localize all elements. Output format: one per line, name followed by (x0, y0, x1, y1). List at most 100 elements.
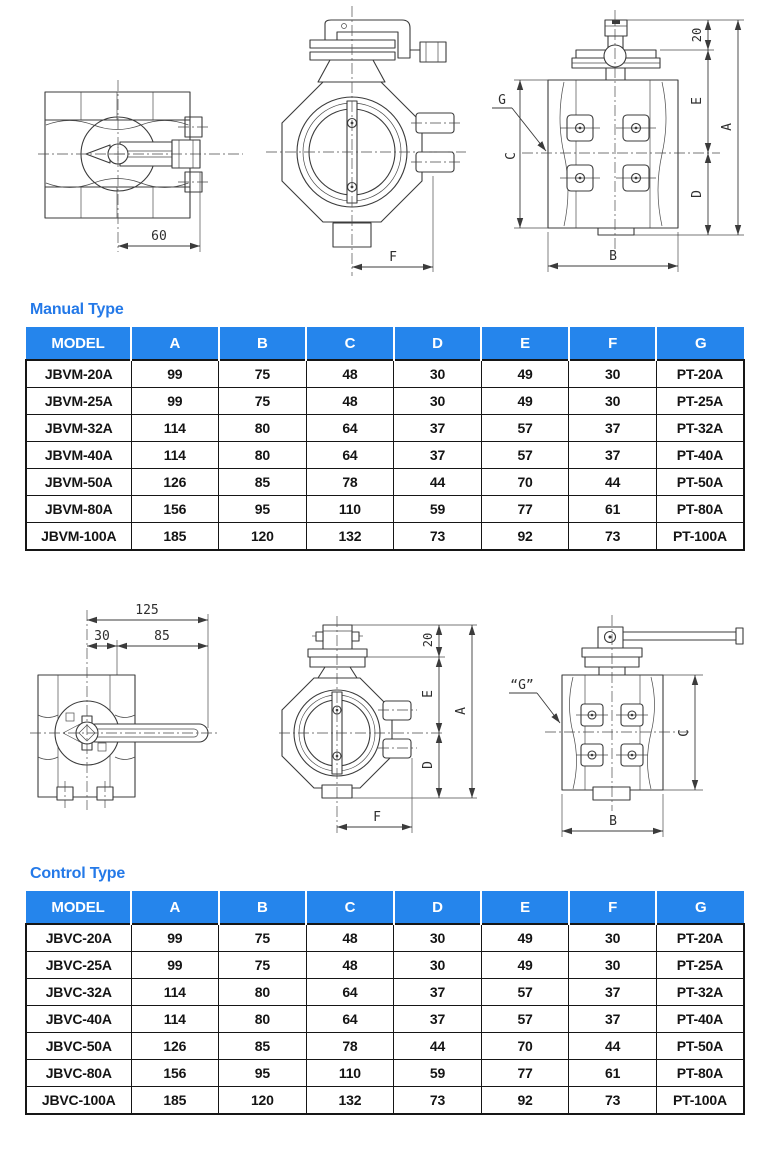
table-cell: 73 (568, 1086, 657, 1115)
column-header: F (567, 327, 657, 360)
table-cell: 92 (480, 522, 570, 551)
table-cell: 110 (305, 1059, 395, 1087)
table-cell: 44 (393, 1032, 482, 1060)
table-cell: 64 (305, 978, 395, 1006)
centerlines (38, 80, 243, 252)
table-cell: PT-80A (655, 1059, 745, 1087)
table-cell: 126 (130, 1032, 220, 1060)
table-cell: JBVC-80A (25, 1059, 132, 1087)
manual-front-view-drawing: F (266, 6, 471, 296)
dimension-b: B (561, 794, 664, 837)
dim-label-85: 85 (154, 629, 170, 644)
table-cell: 37 (393, 1005, 482, 1033)
table-cell: 75 (218, 387, 307, 415)
table-cell: 57 (480, 978, 570, 1006)
control-front-view-drawing: 20 E D A F (279, 590, 501, 852)
dim-label-60: 60 (151, 229, 167, 244)
manual-top-view-drawing: 60 (38, 80, 253, 270)
table-cell: PT-100A (655, 522, 745, 551)
table-cell: 57 (480, 1005, 570, 1033)
table-cell: JBVM-25A (25, 387, 132, 415)
table-cell: 64 (305, 1005, 395, 1033)
table-cell: 37 (568, 1005, 657, 1033)
dim-label-c: C (504, 152, 519, 160)
table-cell: 48 (305, 359, 395, 388)
centerlines (279, 616, 445, 833)
table-cell: 49 (480, 923, 570, 952)
column-header: MODEL (26, 327, 131, 360)
table-cell: 114 (130, 1005, 220, 1033)
table-cell: JBVC-20A (25, 923, 132, 952)
table-cell: 48 (305, 951, 395, 979)
table-cell: 37 (393, 441, 482, 469)
column-header: D (392, 327, 482, 360)
table-cell: 126 (130, 468, 220, 496)
centerlines (522, 10, 720, 252)
table-cell: PT-20A (655, 359, 745, 388)
dimensions-125-30-85: 125 30 85 (87, 603, 209, 728)
table-cell: 70 (480, 1032, 570, 1060)
table-cell: 80 (218, 1005, 307, 1033)
column-header: B (217, 891, 307, 924)
table-cell: 37 (393, 414, 482, 442)
centerlines (30, 610, 218, 810)
dim-label-b: B (609, 249, 617, 264)
table-cell: 80 (218, 414, 307, 442)
table-cell: 30 (393, 387, 482, 415)
table-cell: JBVM-50A (25, 468, 132, 496)
table-cell: 30 (568, 951, 657, 979)
centerlines (545, 615, 689, 811)
table-cell: 156 (130, 1059, 220, 1087)
dim-label-f: F (389, 250, 397, 265)
table-cell: 78 (305, 468, 395, 496)
table-cell: 30 (568, 387, 657, 415)
table-cell: 61 (568, 495, 657, 523)
column-header: E (480, 327, 569, 360)
table-cell: 49 (480, 359, 570, 388)
table-cell: PT-50A (655, 468, 745, 496)
table-cell: 30 (568, 359, 657, 388)
table-cell: 120 (218, 522, 307, 551)
column-header: F (567, 891, 657, 924)
table-cell: 64 (305, 414, 395, 442)
table-cell: 44 (393, 468, 482, 496)
table-cell: JBVC-50A (25, 1032, 132, 1060)
table-cell: 80 (218, 441, 307, 469)
dim-label-125: 125 (135, 603, 158, 618)
table-cell: JBVM-40A (25, 441, 132, 469)
table-cell: 30 (393, 951, 482, 979)
table-cell: 132 (305, 522, 395, 551)
table-cell: 75 (218, 951, 307, 979)
table-cell: 78 (305, 1032, 395, 1060)
column-header: C (305, 891, 394, 924)
table-cell: 114 (130, 441, 220, 469)
leader-g: G (492, 93, 547, 152)
stem-assembly (571, 19, 661, 81)
dim-label-d: D (690, 190, 705, 198)
leader-g: “G” (509, 678, 561, 724)
right-dimensions: 20 E D A (352, 624, 477, 799)
label-g: “G” (510, 678, 533, 693)
valve-body (547, 79, 679, 236)
dim-label-a: A (454, 707, 469, 715)
table-cell: PT-100A (655, 1086, 745, 1115)
column-header: G (655, 891, 744, 924)
table-cell: 64 (305, 441, 395, 469)
table-cell: 185 (130, 1086, 220, 1115)
dim-label-c: C (677, 729, 692, 737)
table-cell: 44 (568, 468, 657, 496)
table-cell: 99 (130, 923, 220, 952)
table-cell: 73 (393, 1086, 482, 1115)
